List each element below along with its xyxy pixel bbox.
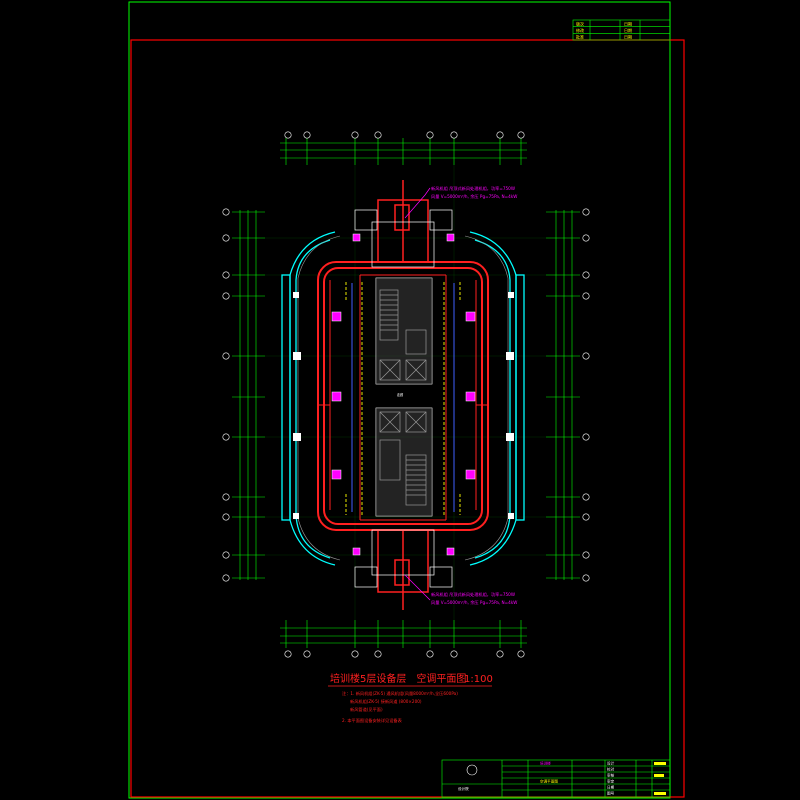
revision-table [572,19,671,41]
stair-block-top [354,209,453,268]
exhaust-duct-dashed [345,282,461,515]
left-axis-bubbles [222,208,230,582]
top-axis-bubbles [284,131,525,139]
note-3: 新风管道(见平面) [350,706,383,713]
rev-cell-4: 日期 [624,27,632,33]
axis-grid [265,165,546,620]
tb-row-3: 审核 [607,773,615,778]
red-interior-lines [318,274,488,521]
tb-row-6: 图号 [607,791,615,796]
rev-cell-6: 日期 [624,34,632,40]
tb-row-2: 校对 [607,767,615,772]
title-block [441,759,671,798]
project-name: 培训楼 [540,761,551,766]
wall-grey [297,235,509,561]
outer-frame [128,1,671,799]
diffusers [331,233,476,556]
tb-row-4: 审定 [607,779,615,784]
note-4: 2. 本平面图设备安装详见设备表 [342,717,403,724]
core-hatch [376,278,432,516]
drawing-name: 空调平面图 [540,779,558,784]
rev-cell-2: 日期 [624,21,632,27]
top-dimension-chain [280,138,527,165]
rev-cell-3: 修改 [576,27,584,33]
rev-cell-5: 批准 [576,34,584,40]
callout-top-line-2: 风量 V=5000m³/h, 余压 Pg=75Pa, N=4kW [431,193,517,200]
callout-bottom-line-2: 风量 V=5000m³/h, 余压 Pg=75Pa, N=4kW [431,599,517,606]
duct-risers [377,180,429,610]
center-label: 走廊 [397,392,404,397]
callout-leaders [404,187,431,601]
tb-row-1: 设计 [607,761,615,766]
company-logo [466,764,478,776]
bottom-dimension-chain [280,620,527,648]
tb-row-5: 日期 [607,785,615,790]
drawing-border [130,39,685,798]
right-dimension-chain [546,210,580,580]
note-1: 注：1. 新风机组(ZK-5) 通风机组(风量8000m³/h,全压600Pa) [342,690,458,697]
callout-top-line-1: 新风机组 吊顶式新风处理机组，功率=750W [431,185,515,192]
left-dimension-chain [232,210,265,580]
note-2: 新风机组(ZK-5) 接新风道 (800×200) [350,698,422,705]
drawing-title: 培训楼5层设备层 空调平面图 [330,672,466,685]
columns [293,292,514,519]
company-name: 设计院 [458,786,469,791]
callout-bottom-line-1: 新风机组 吊顶式新风处理机组，功率=750W [431,591,515,598]
rev-cell-1: 版次 [576,21,584,27]
curtain-wall [281,231,525,566]
bottom-axis-bubbles [284,650,525,658]
drawing-scale: 1:100 [464,674,493,685]
right-axis-bubbles [582,208,590,582]
title-block-marks [654,762,666,795]
stair-block-bottom [354,529,453,588]
blue-duct [351,283,455,512]
